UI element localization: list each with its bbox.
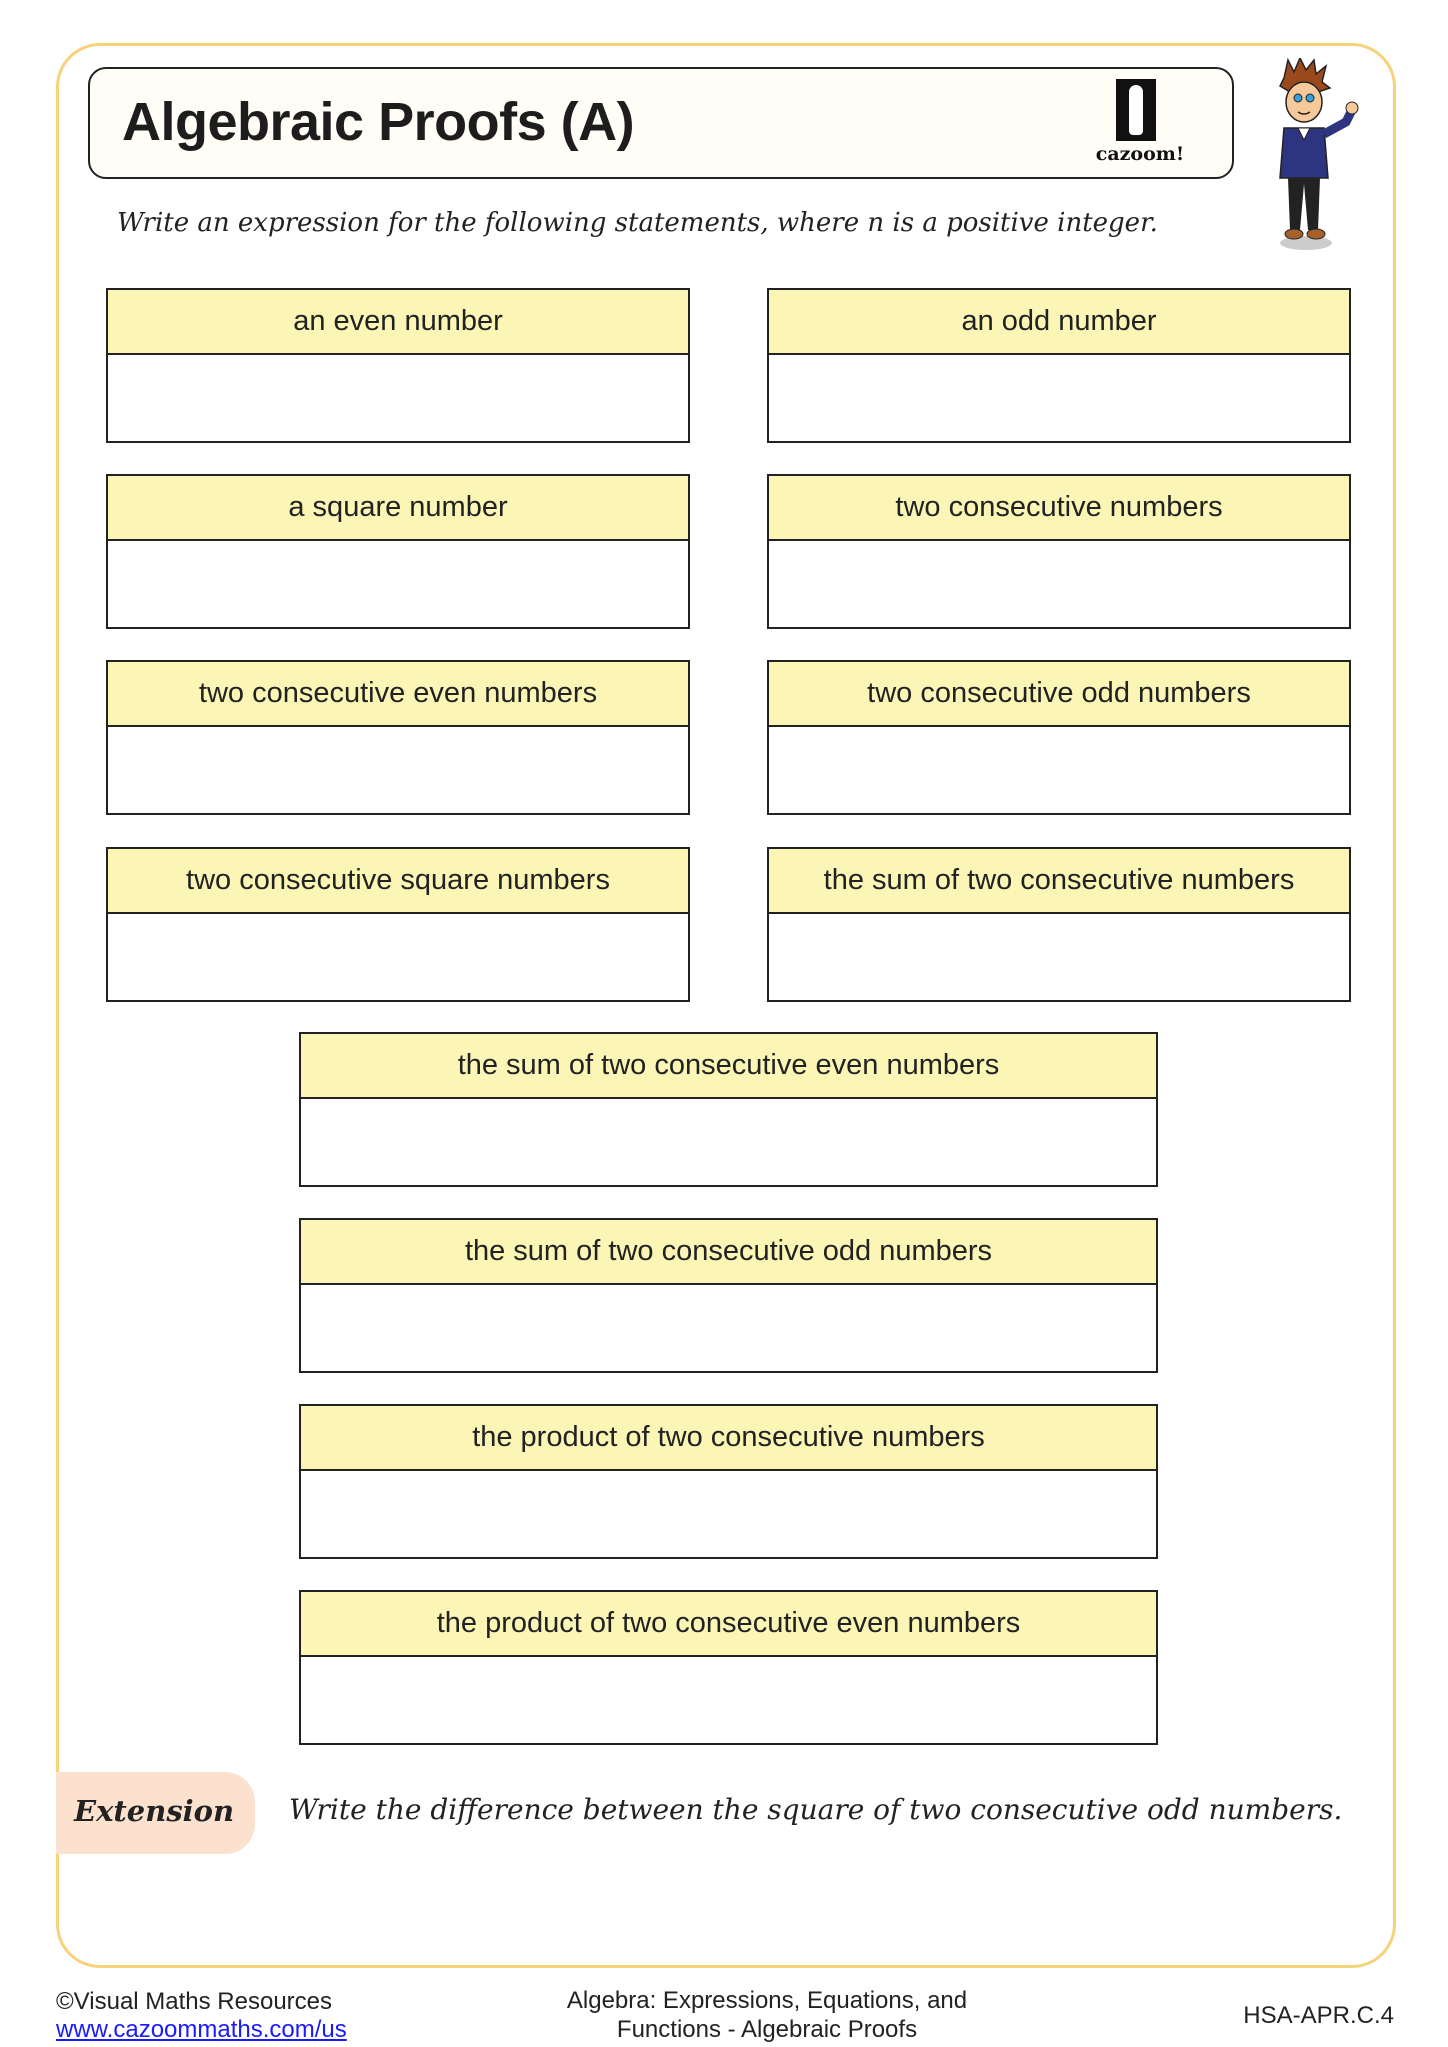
card-label: two consecutive odd numbers xyxy=(769,662,1349,727)
footer-link[interactable]: www.cazoommaths.com/us xyxy=(56,2016,347,2043)
card-label: an even number xyxy=(108,290,688,355)
card-label: the sum of two consecutive even numbers xyxy=(301,1034,1156,1099)
expression-card: two consecutive numbers xyxy=(767,474,1351,629)
footer-standard: HSA-APR.C.4 xyxy=(1243,2002,1394,2029)
instruction-text: Write an expression for the following st… xyxy=(117,208,1158,238)
mascot-illustration xyxy=(1279,58,1359,250)
logo-icon xyxy=(1116,79,1156,141)
expression-card: two consecutive square numbers xyxy=(106,847,690,1002)
page-title: Algebraic Proofs (A) xyxy=(122,92,635,152)
card-label: the sum of two consecutive odd numbers xyxy=(301,1220,1156,1285)
card-label: two consecutive even numbers xyxy=(108,662,688,727)
expression-card: two consecutive even numbers xyxy=(106,660,690,815)
card-label: the product of two consecutive even numb… xyxy=(301,1592,1156,1657)
expression-card: a square number xyxy=(106,474,690,629)
page-frame xyxy=(56,43,1396,1968)
card-label: an odd number xyxy=(769,290,1349,355)
expression-card: an odd number xyxy=(767,288,1351,443)
expression-card: two consecutive odd numbers xyxy=(767,660,1351,815)
footer-topic-line2: Functions - Algebraic Proofs xyxy=(616,2016,918,2043)
card-label: two consecutive numbers xyxy=(769,476,1349,541)
extension-text: Write the difference between the square … xyxy=(289,1793,1343,1826)
logo-text: cazoom! xyxy=(1095,143,1185,165)
footer-copyright: ©Visual Maths Resources xyxy=(56,1988,333,2015)
expression-card: the sum of two consecutive numbers xyxy=(767,847,1351,1002)
title-box: Algebraic Proofs (A) cazoom! xyxy=(88,67,1234,179)
extension-label: Extension xyxy=(74,1794,235,1828)
cazoom-logo: cazoom! xyxy=(1090,75,1190,171)
expression-card: the sum of two consecutive even numbers xyxy=(299,1032,1158,1187)
extension-badge: Extension xyxy=(56,1772,255,1854)
footer-topic: Algebra: Expressions, Equations, and Fun… xyxy=(520,1986,1014,2044)
expression-card: the sum of two consecutive odd numbers xyxy=(299,1218,1158,1373)
card-label: a square number xyxy=(108,476,688,541)
card-label: the sum of two consecutive numbers xyxy=(769,849,1349,914)
expression-card: the product of two consecutive numbers xyxy=(299,1404,1158,1559)
card-label: two consecutive square numbers xyxy=(108,849,688,914)
expression-card: an even number xyxy=(106,288,690,443)
expression-card: the product of two consecutive even numb… xyxy=(299,1590,1158,1745)
footer-topic-line1: Algebra: Expressions, Equations, and xyxy=(566,1987,968,2014)
card-label: the product of two consecutive numbers xyxy=(301,1406,1156,1471)
